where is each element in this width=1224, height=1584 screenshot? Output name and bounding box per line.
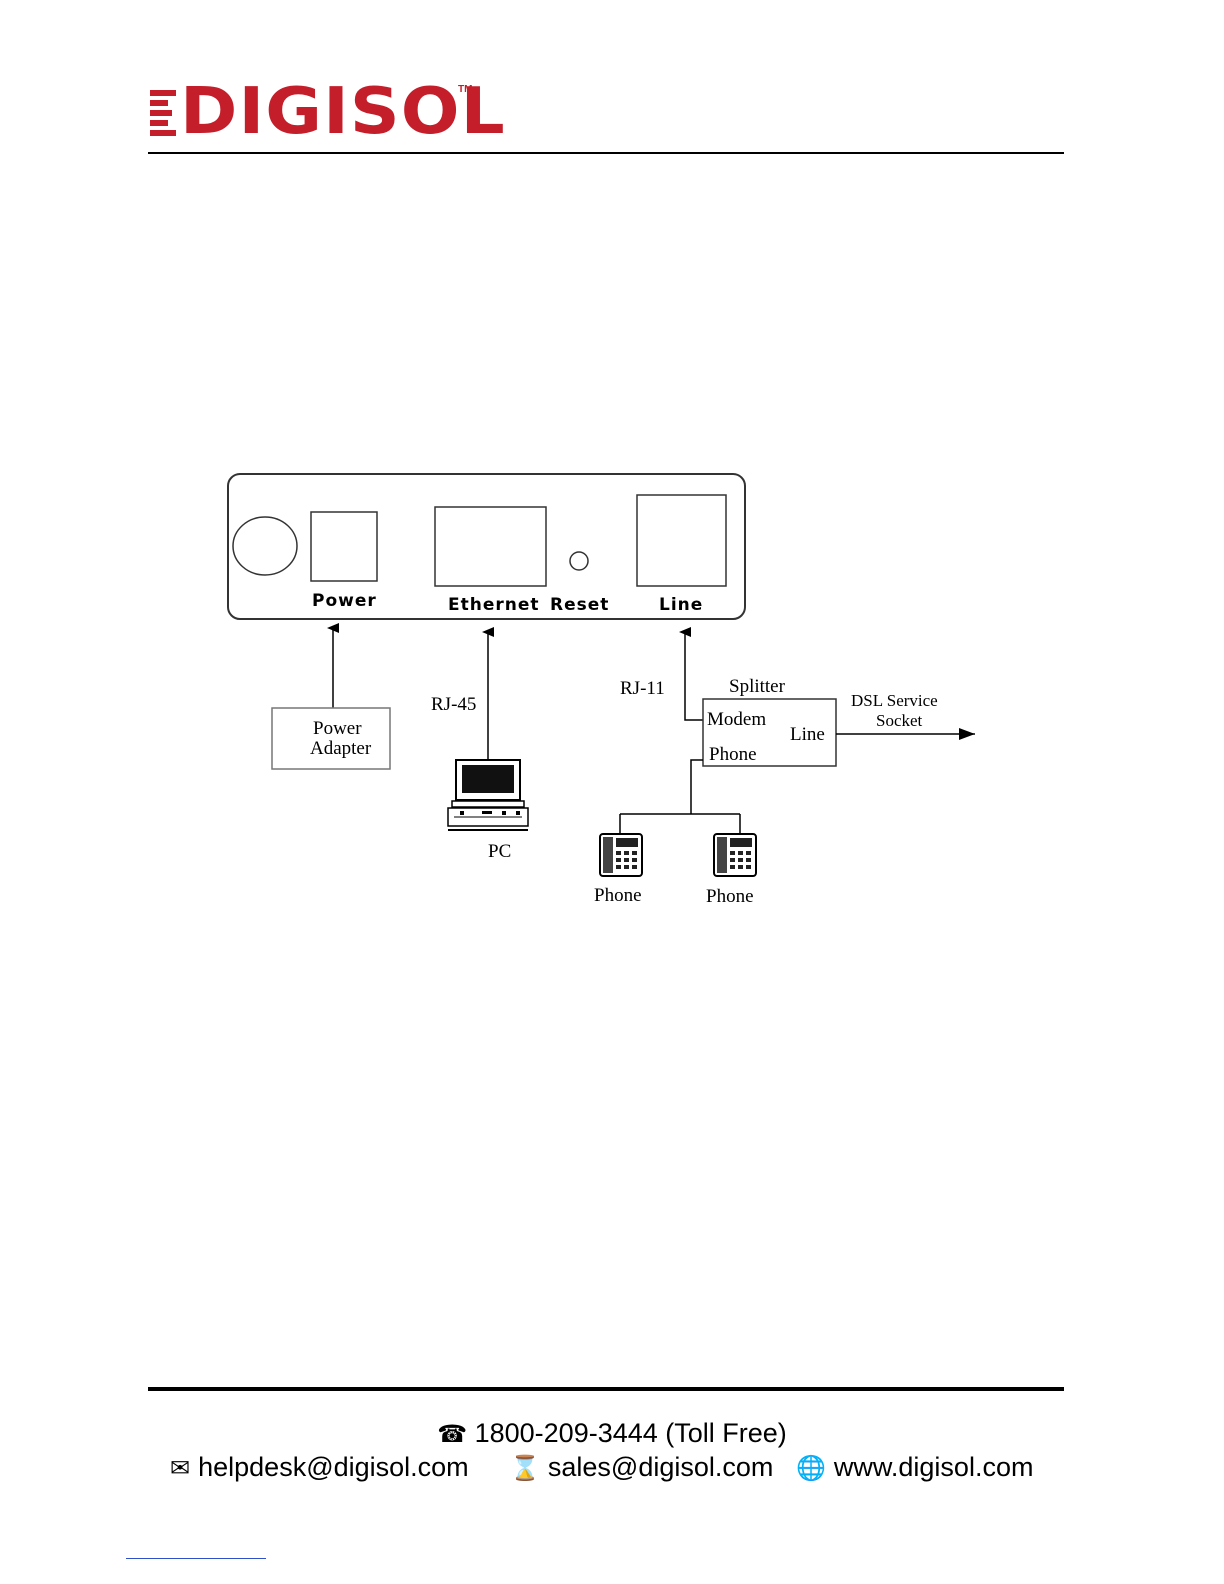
splitter-phone-label: Phone [709, 744, 757, 765]
website-contact[interactable]: 🌐 www.digisol.com [796, 1450, 1033, 1486]
digisol-logo: DIGISOL TM [150, 82, 480, 148]
phone-cable [691, 760, 703, 814]
connection-diagram: Power Ethernet Reset Line Power Adapter … [220, 460, 1000, 920]
pc-icon [448, 760, 528, 830]
link-underline [126, 1558, 266, 1559]
dsl-socket-label-1: DSL Service [851, 691, 938, 710]
toll-free-number: 1800-209-3444 (Toll Free) [475, 1418, 787, 1448]
sales-contact[interactable]: ⌛ sales@digisol.com [510, 1450, 773, 1486]
phone-icon [600, 834, 642, 876]
helpdesk-email[interactable]: helpdesk@digisol.com [198, 1452, 469, 1482]
phone-label-1: Phone [594, 885, 642, 906]
telephone-icon: ☎ [437, 1421, 467, 1448]
rj45-label: RJ-45 [431, 694, 476, 715]
phone-icon [714, 834, 756, 876]
globe-icon: 🌐 [796, 1452, 826, 1486]
dsl-socket-label-2: Socket [876, 711, 923, 730]
splitter-modem-label: Modem [707, 709, 766, 730]
reset-label: Reset [550, 595, 609, 615]
splitter-line-label: Line [790, 724, 825, 745]
footer-rule [148, 1387, 1064, 1391]
splitter-title: Splitter [729, 676, 786, 697]
website-link[interactable]: www.digisol.com [834, 1452, 1034, 1482]
rj11-label: RJ-11 [620, 678, 665, 699]
power-switch [233, 517, 297, 575]
logo-bars [150, 90, 176, 140]
footer-phone: ☎ 1800-209-3444 (Toll Free) [0, 1416, 1224, 1452]
power-adapter-label-1: Power [313, 718, 362, 739]
header-rule [148, 152, 1064, 154]
hourglass-icon: ⌛ [510, 1452, 540, 1486]
reset-button [570, 552, 588, 570]
logo-trademark: TM [458, 84, 472, 95]
phone-label-2: Phone [706, 886, 754, 907]
ethernet-port-label: Ethernet [448, 595, 540, 615]
line-cable [685, 632, 703, 720]
pc-label: PC [488, 841, 511, 862]
power-port-label: Power [312, 591, 377, 611]
logo-text: DIGISOL [180, 76, 506, 148]
line-port [637, 495, 726, 586]
ethernet-port [435, 507, 546, 586]
power-port [311, 512, 377, 581]
line-port-label: Line [659, 595, 703, 615]
footer-contacts: ✉ helpdesk@digisol.com ⌛ sales@digisol.com… [170, 1450, 1050, 1486]
power-adapter-label-2: Adapter [310, 738, 372, 759]
sales-email[interactable]: sales@digisol.com [548, 1452, 774, 1482]
envelope-icon: ✉ [170, 1452, 190, 1486]
helpdesk-contact[interactable]: ✉ helpdesk@digisol.com [170, 1450, 469, 1486]
